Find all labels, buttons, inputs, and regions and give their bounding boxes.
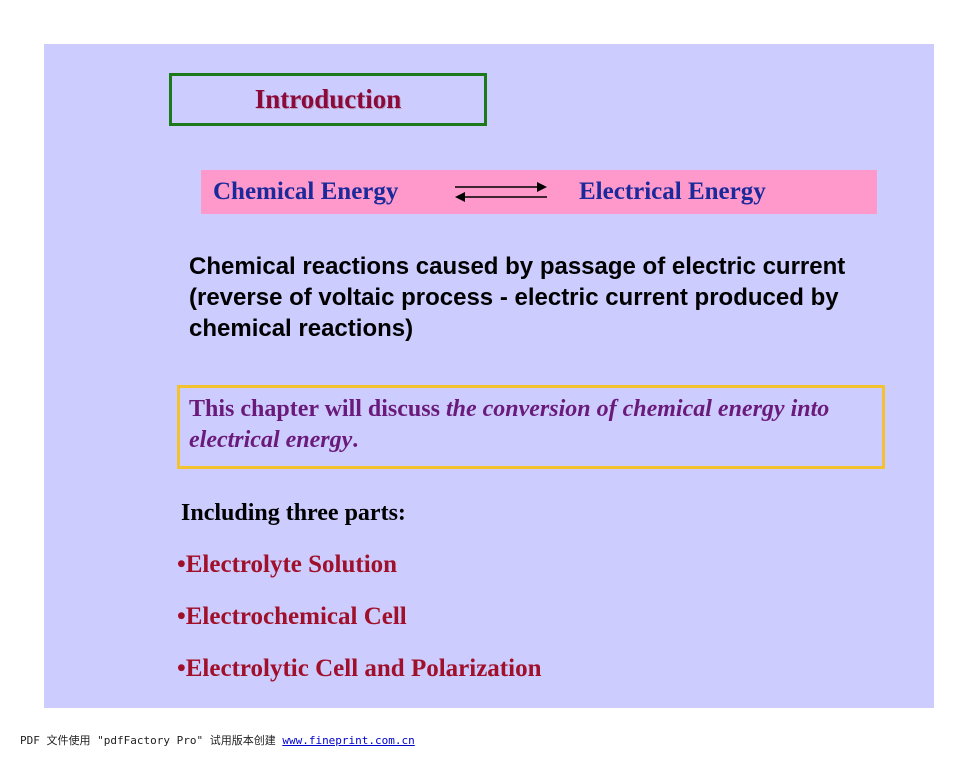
chapter-suffix: . [352,427,359,453]
slide-title: Introduction [254,84,402,114]
chapter-callout: This chapter will discuss the conversion… [177,385,885,469]
chemical-energy-label: Chemical Energy [213,178,399,205]
footer-link[interactable]: www.fineprint.com.cn [282,734,415,747]
title-box: Introduction [169,73,487,126]
chapter-emphasis: the conversion of chemical energy into e… [189,396,830,453]
part-item-electrolyte-solution: •Electrolyte Solution [177,551,398,578]
footer-text: PDF 文件使用 "pdfFactory Pro" 试用版本创建 [20,734,283,747]
electrical-energy-label: Electrical Energy [579,178,766,205]
pdf-footer: PDF 文件使用 "pdfFactory Pro" 试用版本创建 www.fin… [20,732,415,748]
chapter-text: This chapter will discuss the conversion… [189,394,882,456]
part-item-electrolytic-cell: •Electrolytic Cell and Polarization [177,655,542,682]
intro-paragraph: Chemical reactions caused by passage of … [189,253,846,342]
parts-heading: Including three parts: [181,500,406,526]
double-arrow-equilibrium-icon [451,178,551,211]
chapter-prefix: This chapter will discuss [189,396,446,422]
energy-banner: Chemical Energy Electrical Energy [201,170,877,214]
slide: Introduction Chemical Energy Electrical … [44,44,934,708]
part-item-electrochemical-cell: •Electrochemical Cell [177,603,407,630]
